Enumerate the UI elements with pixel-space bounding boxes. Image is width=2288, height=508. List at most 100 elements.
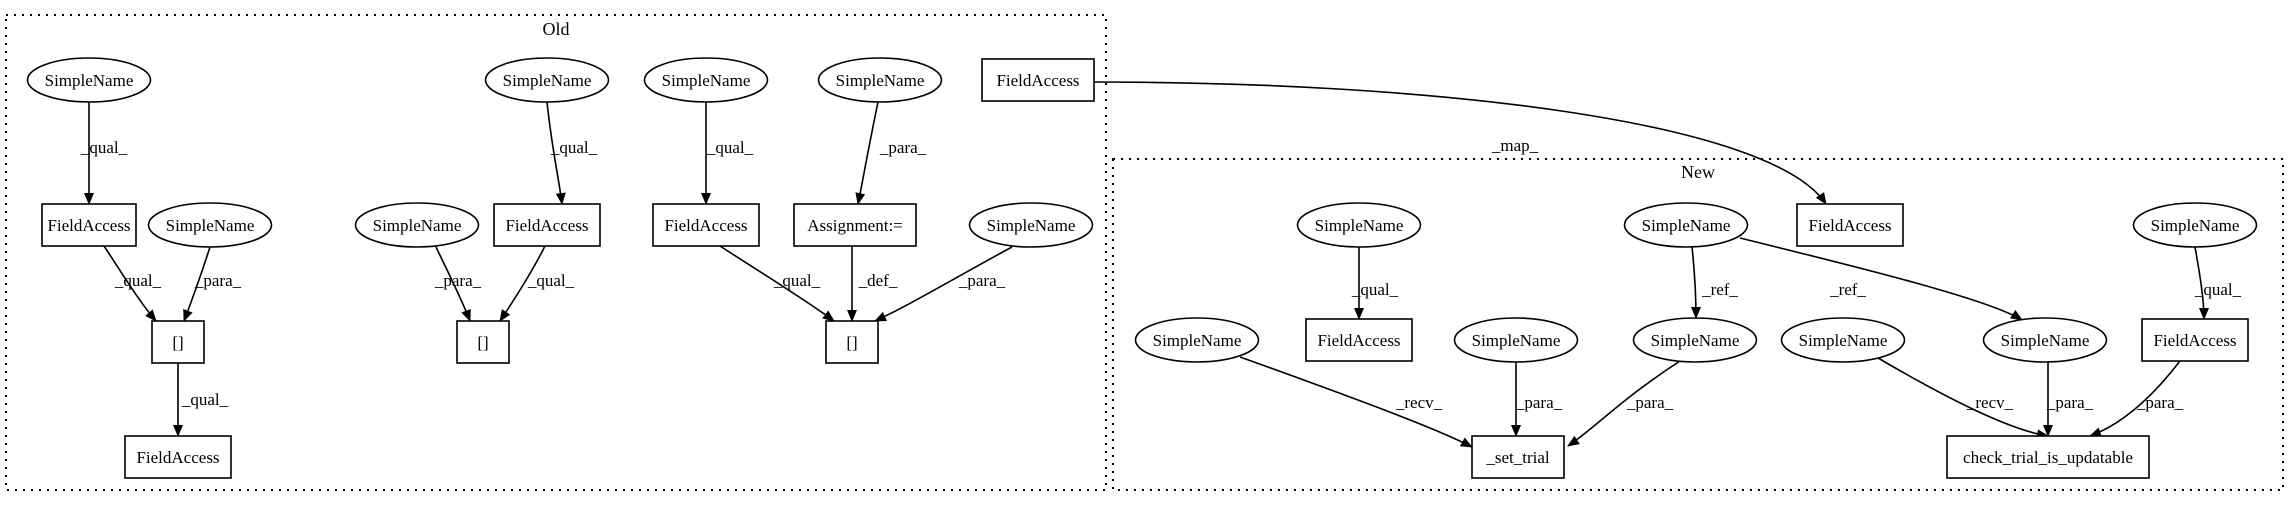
node-box [1796,203,1904,247]
edge-o_fa_top-to-n_fa_map: _map_ [1093,81,1827,205]
node-box [981,58,1095,102]
node-n_set_trial: _set_trial [1471,435,1565,479]
edge-line [183,246,211,322]
node-label: SimpleName [987,216,1076,235]
edge-line [1567,360,1681,447]
node-ellipse [2132,202,2258,248]
node-ellipse [1296,202,1422,248]
edge-line [855,101,879,205]
node-label: SimpleName [1651,331,1740,350]
node-label: SimpleName [373,216,462,235]
edge-line [874,246,1013,322]
node-label: SimpleName [2001,331,2090,350]
node-ellipse [484,57,610,103]
node-label: FieldAccess [1808,216,1891,235]
edge-n_sn_para3-to-n_check: _para_ [2043,362,2094,437]
node-n_check: check_trial_is_updatable [1946,435,2150,479]
node-o_fa3: FieldAccess [652,203,760,247]
edge-label: _para_ [194,271,242,290]
node-label: SimpleName [1472,331,1561,350]
node-o_sn3: SimpleName [354,202,480,248]
edge-label: _map_ [1491,136,1539,155]
edge-o_fa3-to-o_br3: _qual_ [719,245,835,322]
node-n_sn_para2: SimpleName [1632,317,1758,363]
node-ellipse [1632,317,1758,363]
edge-label: _para_ [2136,393,2184,412]
node-label: [] [172,333,183,352]
node-o_fa_bottom: FieldAccess [124,435,232,479]
edge-line [1877,357,2049,440]
node-label: FieldAccess [664,216,747,235]
edge-line [499,245,546,322]
cluster-old-border [5,14,1107,491]
edge-label: _qual_ [527,271,575,290]
edge-line [719,245,835,322]
node-o_sn5: SimpleName [643,57,769,103]
edges: _qual_ _qual_ _para_ _qual_ _qual_ _para_ _qua… [80,81,2242,448]
edge-o_assign-to-o_br3: _def_ [847,246,898,322]
edge-label: _qual_ [550,138,598,157]
node-ellipse [968,202,1094,248]
edge-label: _qual_ [2194,280,2242,299]
edge-n_sn_recv1-to-n_set_trial: _recv_ [1239,356,1473,448]
node-box [41,203,137,247]
edge-line [1093,81,1827,205]
node-label: SimpleName [1799,331,1888,350]
node-ellipse [817,57,943,103]
edge-label: _qual_ [80,138,128,157]
node-n_sn_para3: SimpleName [1982,317,2108,363]
node-label: SimpleName [45,71,134,90]
edge-n_sn1-to-n_fa1: _qual_ [1351,247,1399,320]
edge-n_sn_para2-to-n_set_trial: _para_ [1567,360,1681,447]
edge-label: _qual_ [706,138,754,157]
edge-n_fa2-to-n_check: _para_ [2089,360,2184,437]
node-n_sn_recv2: SimpleName [1780,317,1906,363]
edge-o_fa1-to-o_br1: _qual_ [103,245,162,322]
node-n_sn_para1: SimpleName [1453,317,1579,363]
node-box [493,203,601,247]
edge-label: _recv_ [1966,393,2014,412]
edge-label: _para_ [1626,393,1674,412]
edge-label: _para_ [879,138,927,157]
node-o_br2: [] [456,320,510,364]
edge-line [1739,237,2023,321]
node-n_sn1: SimpleName [1296,202,1422,248]
edge-label: _para_ [1515,393,1563,412]
node-box [793,203,917,247]
node-n_sn_ref: SimpleName [1623,202,1749,248]
edge-o_sn3-to-o_br2: _para_ [434,246,482,322]
edge-label: _para_ [2046,393,2094,412]
node-o_fa_top: FieldAccess [981,58,1095,102]
node-n_fa_map: FieldAccess [1796,203,1904,247]
node-label: FieldAccess [136,448,219,467]
node-label: _set_trial [1485,448,1550,467]
edge-label: _ref_ [1829,280,1866,299]
node-label: SimpleName [1153,331,1242,350]
cluster-old: Old [5,14,1107,491]
edge-line [1239,356,1473,448]
cluster-old-title: Old [543,19,570,39]
node-label: SimpleName [836,71,925,90]
edge-n_sn_right-to-n_fa2: _qual_ [2194,246,2242,320]
edge-label: _qual_ [1351,280,1399,299]
node-box [151,320,205,364]
node-label: FieldAccess [47,216,130,235]
edge-label: _qual_ [114,271,162,290]
edge-o_sn2-to-o_br1: _para_ [183,246,242,322]
edge-label: _qual_ [773,271,821,290]
edge-n_sn_ref-to-n_sn_para2: _ref_ [1690,246,1738,319]
node-n_fa1: FieldAccess [1305,318,1413,362]
node-ellipse [1780,317,1906,363]
node-ellipse [26,57,152,103]
node-box [1471,435,1565,479]
node-ellipse [1134,317,1260,363]
edge-line [2194,246,2209,320]
node-box [1305,318,1413,362]
node-ellipse [354,202,480,248]
edge-o_sn4-to-o_fa2: _qual_ [546,101,598,205]
node-ellipse [147,202,273,248]
node-label: [] [846,333,857,352]
edge-line [103,245,157,322]
node-n_fa2: FieldAccess [2141,318,2249,362]
node-o_sn4: SimpleName [484,57,610,103]
